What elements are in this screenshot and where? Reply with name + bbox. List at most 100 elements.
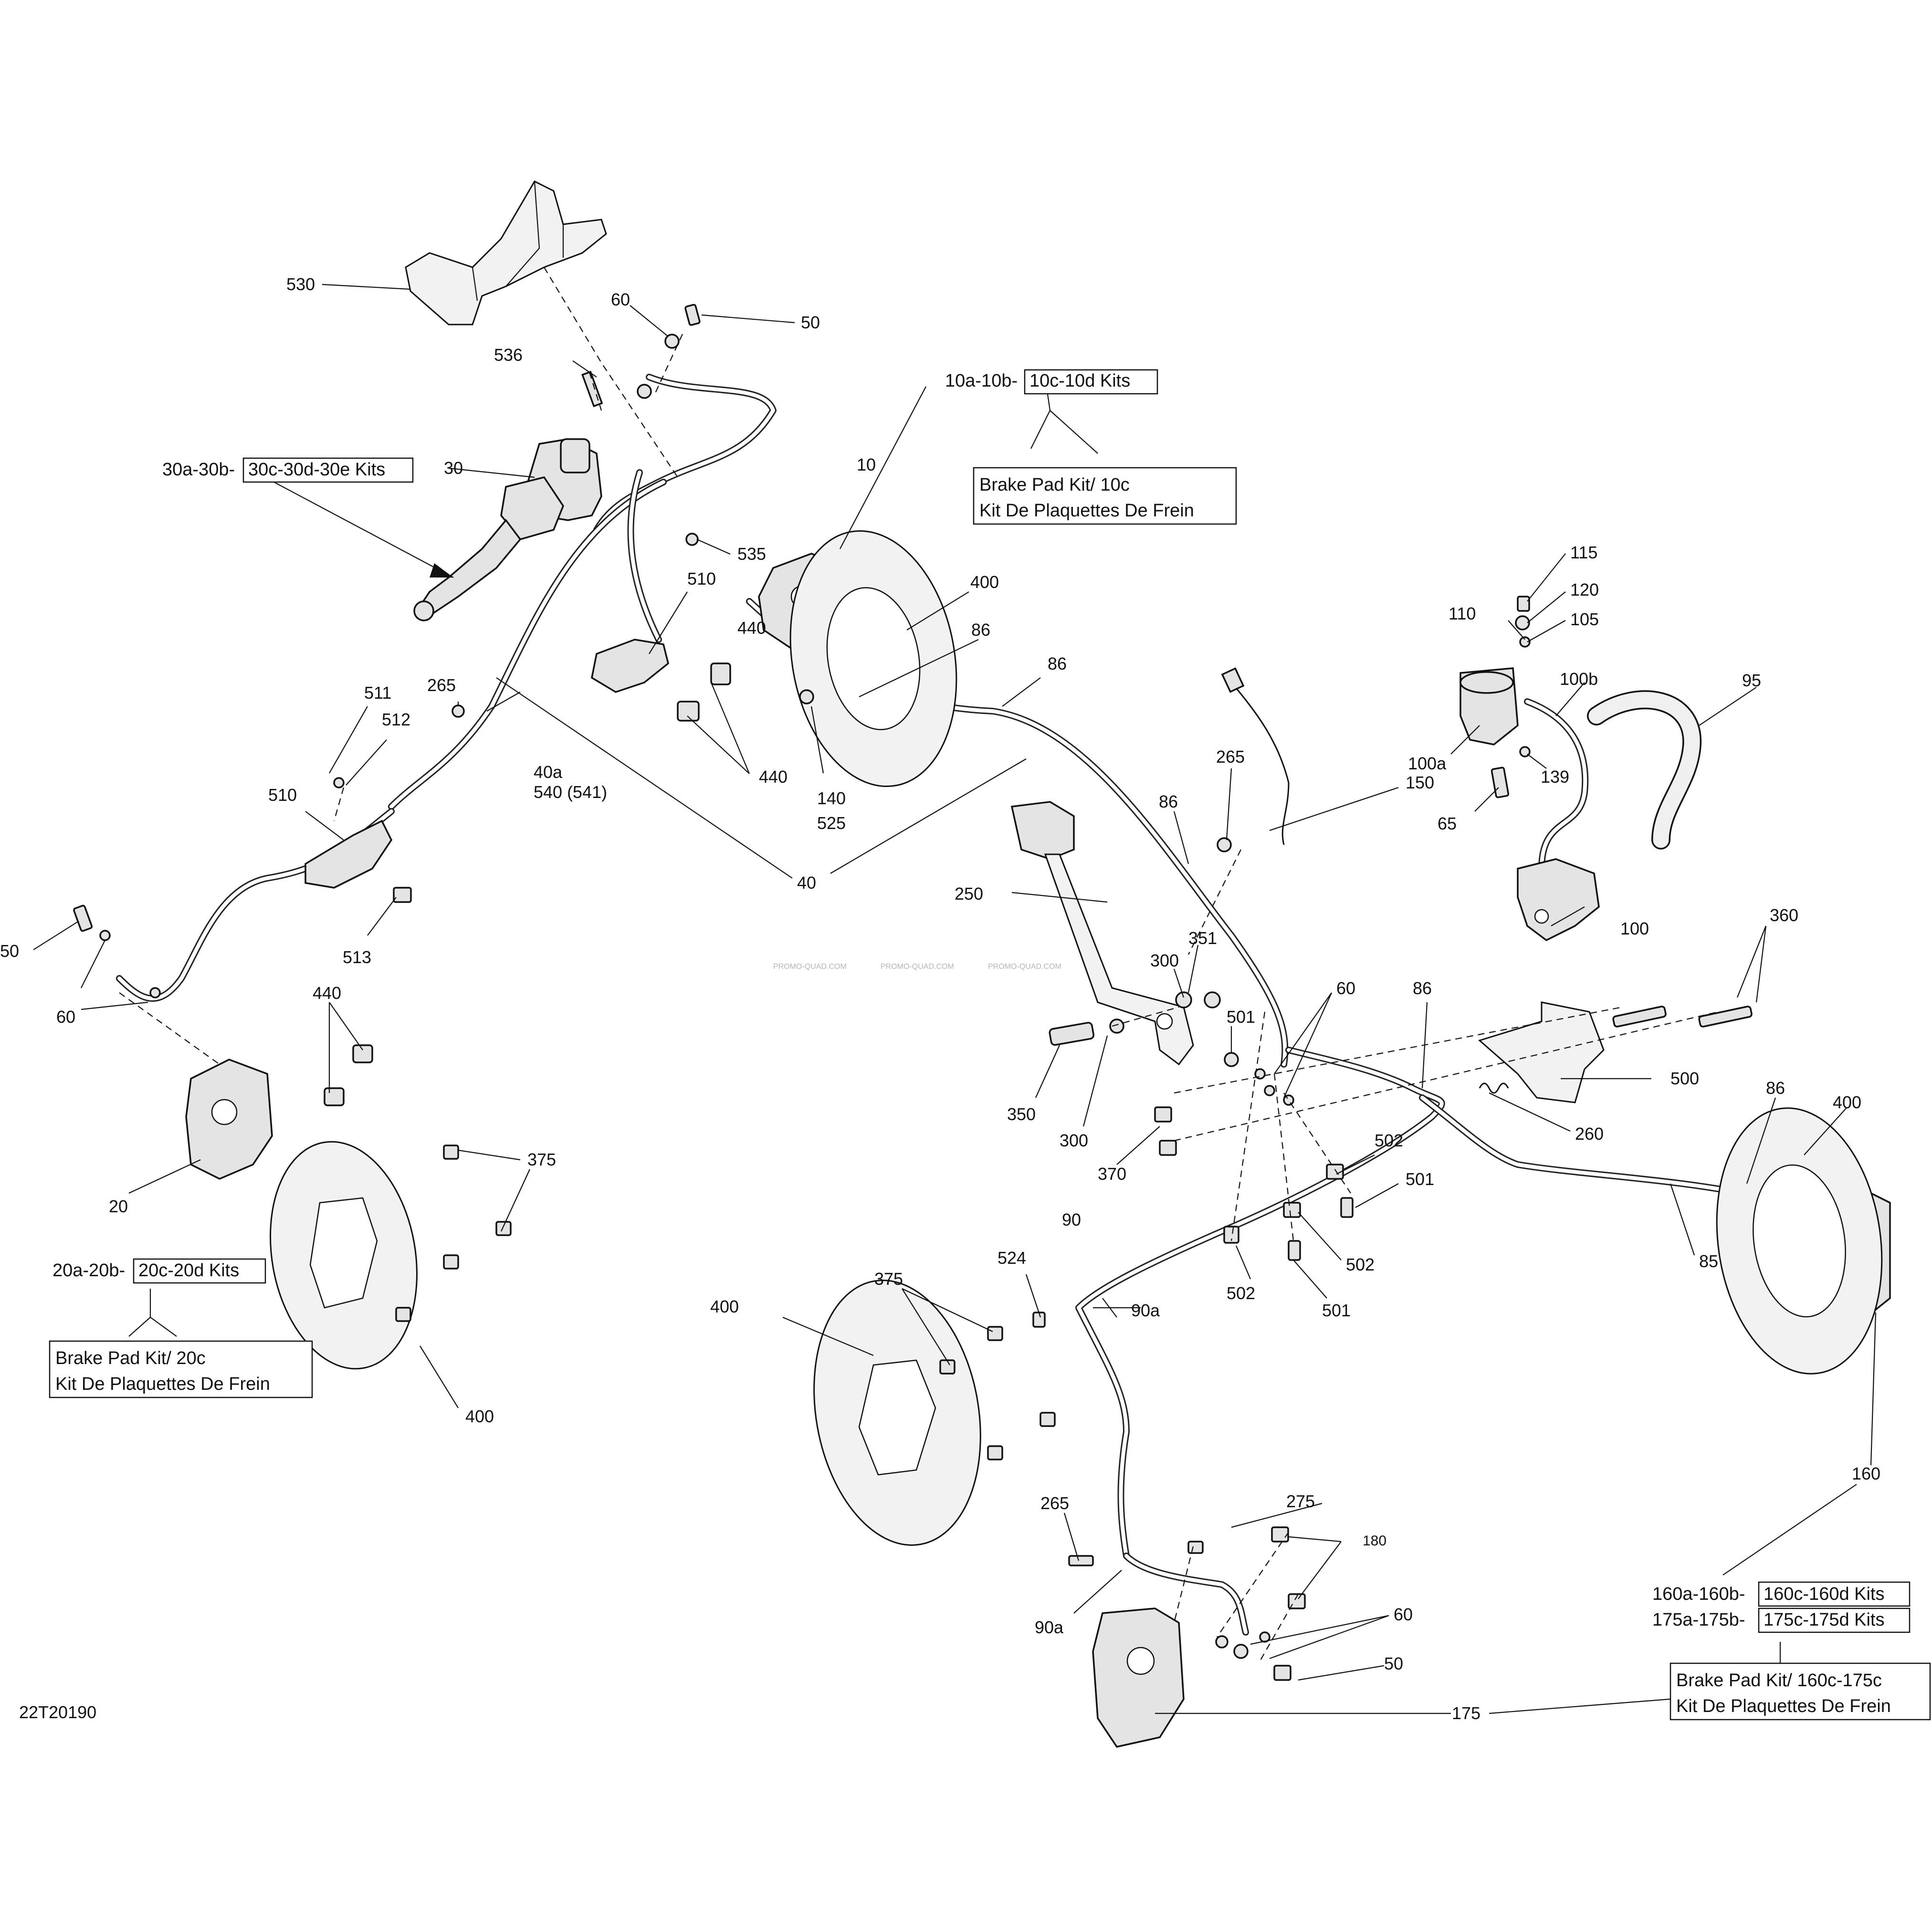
reservoir-100a [1460, 667, 1519, 746]
brake-line-90a-lower [1123, 1553, 1249, 1636]
label-502-b: 502 [1346, 1255, 1375, 1274]
label-440-mid: 440 [759, 767, 788, 787]
label-105: 105 [1570, 609, 1599, 629]
label-10: 10 [857, 455, 876, 474]
label-90: 90 [1062, 1210, 1081, 1229]
label-100a: 100a [1408, 754, 1447, 773]
caliper-175 [1092, 1607, 1185, 1748]
brake-line-100b [1524, 698, 1589, 872]
brake-pad-box-20-line2: Kit De Plaquettes De Frein [55, 1374, 270, 1394]
brake-pad-box-160-line2: Kit De Plaquettes De Frein [1676, 1696, 1891, 1716]
label-525: 525 [817, 813, 846, 833]
label-512: 512 [382, 710, 410, 729]
label-350: 350 [1007, 1104, 1036, 1124]
label-20: 20 [109, 1197, 128, 1216]
label-86-e: 86 [1766, 1078, 1785, 1098]
watermark-text-2: PROMO-QUAD.COM [881, 963, 954, 971]
label-375-left: 375 [527, 1150, 556, 1169]
label-65: 65 [1438, 814, 1457, 833]
kit-10-prefix: 10a-10b- [945, 371, 1018, 391]
label-60-left: 60 [56, 1007, 75, 1027]
diagram-id: 22T20190 [19, 1702, 96, 1722]
kit-160-prefix: 160a-160b- [1652, 1584, 1745, 1604]
spring-260 [1479, 1082, 1509, 1094]
label-86-d: 86 [1413, 978, 1432, 998]
disc-400-rear-left [813, 1280, 981, 1546]
label-510-upper: 510 [687, 569, 716, 588]
sensor-bracket-510-lower [304, 819, 393, 889]
kit-label-20: 20a-20b- 20c-20d Kits [52, 1258, 266, 1284]
label-500: 500 [1670, 1069, 1699, 1088]
label-40a: 40a [534, 762, 563, 782]
master-cylinder-30 [413, 438, 602, 621]
label-85: 85 [1699, 1251, 1718, 1271]
brake-pad-box-160-line1: Brake Pad Kit/ 160c-175c [1676, 1670, 1882, 1690]
label-501-c: 501 [1322, 1301, 1351, 1320]
watermark-text-1: PROMO-QUAD.COM [773, 963, 847, 971]
label-115: 115 [1570, 543, 1597, 562]
label-50-lower: 50 [1384, 1654, 1403, 1673]
label-513: 513 [343, 947, 371, 967]
kit-175-prefix: 175a-175b- [1652, 1610, 1745, 1630]
label-400-front-right: 400 [970, 572, 999, 592]
label-95: 95 [1742, 671, 1761, 690]
label-501-upper: 501 [1227, 1007, 1255, 1027]
label-300-lower: 300 [1060, 1131, 1088, 1150]
pedal-bracket-500 [1478, 1001, 1605, 1103]
caliper-20 [185, 1059, 273, 1180]
kit-label-160: 160a-160b- 160c-160d Kits [1652, 1581, 1911, 1607]
label-110: 110 [1449, 604, 1476, 623]
kit-20-prefix: 20a-20b- [52, 1260, 125, 1281]
label-86-a: 86 [971, 620, 990, 640]
kit-label-175: 175a-175b- 175c-175d Kits [1652, 1607, 1911, 1633]
part-labels: 530 60 50 536 30 535 10 510 440 400 86 8… [0, 274, 1880, 1723]
label-160: 160 [1852, 1464, 1880, 1483]
label-540-541: 540 (541) [534, 782, 607, 802]
label-60-mid: 60 [1336, 978, 1355, 998]
sensor-bracket-510-upper [591, 639, 669, 693]
label-440-upper: 440 [737, 618, 766, 638]
label-502-c: 502 [1227, 1283, 1255, 1303]
brake-line-90 [1075, 1047, 1445, 1559]
kit-label-30: 30a-30b- 30c-30d-30e Kits [162, 457, 414, 483]
label-530: 530 [286, 274, 315, 294]
brake-pad-box-10: Brake Pad Kit/ 10c Kit De Plaquettes De … [973, 467, 1237, 525]
label-510-lower: 510 [268, 785, 297, 805]
kit-30-prefix: 30a-30b- [162, 460, 235, 480]
kit-160-boxed: 160c-160d Kits [1764, 1584, 1885, 1604]
label-100b: 100b [1560, 669, 1598, 689]
label-440-left: 440 [313, 983, 341, 1003]
label-50-left: 50 [0, 941, 19, 961]
label-535: 535 [737, 544, 766, 564]
disc-400-rear-right [1716, 1107, 1883, 1375]
label-90a-upper: 90a [1131, 1301, 1160, 1320]
brake-pad-box-20: Brake Pad Kit/ 20c Kit De Plaquettes De … [49, 1340, 313, 1398]
label-265-mid: 265 [1216, 747, 1245, 766]
label-60-top: 60 [611, 290, 630, 309]
label-60-lower: 60 [1394, 1605, 1413, 1624]
watermark-text-3: PROMO-QUAD.COM [988, 963, 1061, 971]
label-265-left: 265 [427, 675, 456, 695]
brake-pedal-250 [1010, 801, 1194, 1066]
brake-pad-box-160: Brake Pad Kit/ 160c-175c Kit De Plaquett… [1670, 1662, 1931, 1721]
kit-175-boxed: 175c-175d Kits [1764, 1610, 1885, 1630]
label-375-right: 375 [874, 1269, 903, 1289]
label-90a-lower: 90a [1035, 1617, 1064, 1637]
label-86-b: 86 [1048, 654, 1067, 673]
kit-20-boxed: 20c-20d Kits [138, 1260, 239, 1281]
leader-lines [33, 284, 1877, 1714]
label-536: 536 [494, 345, 523, 365]
label-511: 511 [364, 683, 391, 703]
label-275: 275 [1286, 1491, 1315, 1511]
bracket-530 [405, 180, 607, 326]
kit-30-boxed: 30c-30d-30e Kits [248, 460, 385, 480]
hardware-parts [73, 304, 1753, 1681]
kit-10-boxed: 10c-10d Kits [1029, 371, 1130, 391]
brake-pad-box-10-line1: Brake Pad Kit/ 10c [979, 475, 1130, 495]
kit-label-10: 10a-10b- 10c-10d Kits [945, 369, 1158, 395]
label-260: 260 [1575, 1124, 1604, 1144]
label-100: 100 [1620, 919, 1649, 938]
disc-400-front-left [270, 1141, 418, 1370]
brake-line-95 [1587, 690, 1702, 850]
